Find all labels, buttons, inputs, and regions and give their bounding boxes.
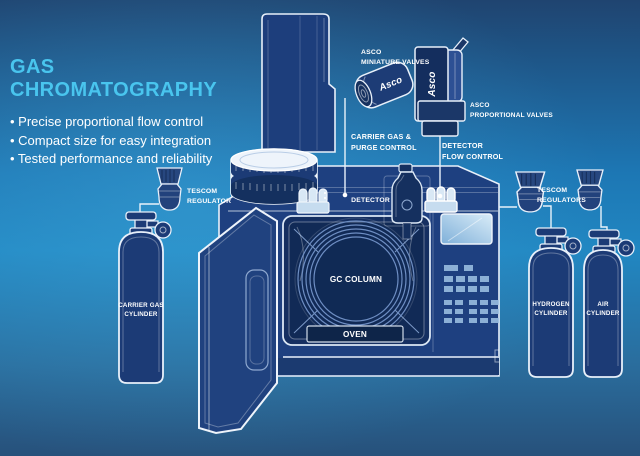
label-detector: DETECTOR [351, 197, 390, 204]
label-hydrogen-cylinder: HYDROGEN [532, 301, 570, 308]
keypad-button [491, 300, 499, 305]
keypad-button [480, 286, 489, 292]
keypad-button [444, 286, 453, 292]
keypad-button [444, 265, 458, 271]
feature-item: • Compact size for easy integration [10, 132, 212, 148]
label-air-cylinder: AIR [597, 301, 609, 308]
autosampler-tower [261, 13, 336, 153]
purge-manifold-left [296, 187, 330, 214]
keypad [444, 265, 499, 323]
label-air-cylinder: CYLINDER [586, 310, 620, 317]
door-inner-panel [245, 269, 269, 371]
keypad-button [480, 309, 488, 314]
flow-manifold-right [424, 186, 458, 213]
keypad-button [469, 318, 477, 323]
air-cylinder [583, 229, 635, 378]
keypad-button [468, 286, 477, 292]
diagram-labels: ASCO MINIATURE VALVES ASCO PROPORTIONAL … [118, 49, 620, 339]
keypad-button [455, 318, 463, 323]
tescom-regulator-left [156, 167, 183, 211]
proportional-valve: Asco [414, 37, 469, 137]
label-hydrogen-cylinder: CYLINDER [534, 310, 568, 317]
asco-brand-proportional: Asco [427, 71, 438, 97]
miniature-valve: Asco [354, 61, 414, 109]
oven-corner-braces [293, 228, 420, 334]
label-tescom-regulators: REGULATORS [537, 197, 586, 204]
label-detector-flow-control: DETECTOR [442, 141, 484, 150]
label-asco-proportional-valves: PROPORTIONAL VALVES [470, 112, 553, 119]
line-regulator-to-air-cylinder [600, 206, 608, 231]
keypad-button [444, 318, 452, 323]
label-gc-column: GC COLUMN [330, 275, 382, 284]
feature-list: • Precise proportional flow control • Co… [10, 113, 250, 169]
gc-machine [198, 13, 500, 435]
detector-cap [398, 163, 413, 173]
label-carrier-gas-purge-control: CARRIER GAS & [351, 132, 411, 141]
detector-body [391, 171, 423, 224]
label-asco-miniature-valves: ASCO [361, 49, 381, 56]
carrier-gas-cylinder [118, 211, 172, 384]
oven-compartment [282, 215, 431, 346]
machine-base [221, 358, 499, 375]
label-asco-miniature-valves: MINIATURE VALVES [361, 59, 430, 66]
carousel-vial-ticks [235, 182, 314, 191]
keypad-button [491, 309, 499, 314]
base-notch [494, 349, 499, 363]
keypad-button [455, 309, 463, 314]
line-regulator-to-hydrogen-cylinder [543, 205, 552, 229]
keypad-button [464, 265, 473, 271]
connector-dot-right [437, 193, 443, 199]
label-carrier-gas-cylinder: CYLINDER [124, 311, 158, 318]
label-detector-flow-control: FLOW CONTROL [442, 152, 503, 161]
keypad-button [468, 276, 477, 282]
keypad-button [444, 300, 452, 305]
keypad-button [480, 318, 488, 323]
connector-dot-left [342, 192, 348, 198]
feature-item: • Precise proportional flow control [10, 114, 204, 129]
label-tescom-regulator: TESCOM [187, 188, 217, 195]
label-tescom-regulator: REGULATOR [187, 198, 231, 205]
feature-item: • Tested performance and reliability [10, 151, 213, 166]
keypad-button [456, 276, 465, 282]
label-asco-proportional-valves: ASCO [470, 102, 490, 109]
keypad-button [491, 318, 499, 323]
control-panel [440, 213, 499, 323]
flow-lines [139, 98, 608, 231]
keypad-button [469, 309, 477, 314]
hydrogen-cylinder [528, 227, 582, 378]
oven-label-plate [306, 325, 404, 343]
keypad-button [444, 276, 453, 282]
page-title: GAS CHROMATOGRAPHY [10, 56, 218, 101]
keypad-button [455, 300, 463, 305]
valve-base-lower [421, 120, 459, 137]
detector-unit [383, 163, 431, 240]
label-oven: OVEN [343, 330, 367, 339]
open-oven-door [198, 206, 278, 435]
label-carrier-gas-cylinder: CARRIER GAS [118, 302, 164, 309]
keypad-button [444, 309, 452, 314]
intro-panel: GAS CHROMATOGRAPHY • Precise proportiona… [10, 56, 250, 169]
sample-carousel [230, 148, 318, 205]
keypad-button [480, 276, 489, 282]
keypad-button [469, 300, 477, 305]
label-carrier-gas-purge-control: PURGE CONTROL [351, 143, 417, 152]
keypad-button [480, 300, 488, 305]
label-tescom-regulators: TESCOM [537, 187, 567, 194]
keypad-button [456, 286, 465, 292]
valve-base [417, 100, 466, 122]
